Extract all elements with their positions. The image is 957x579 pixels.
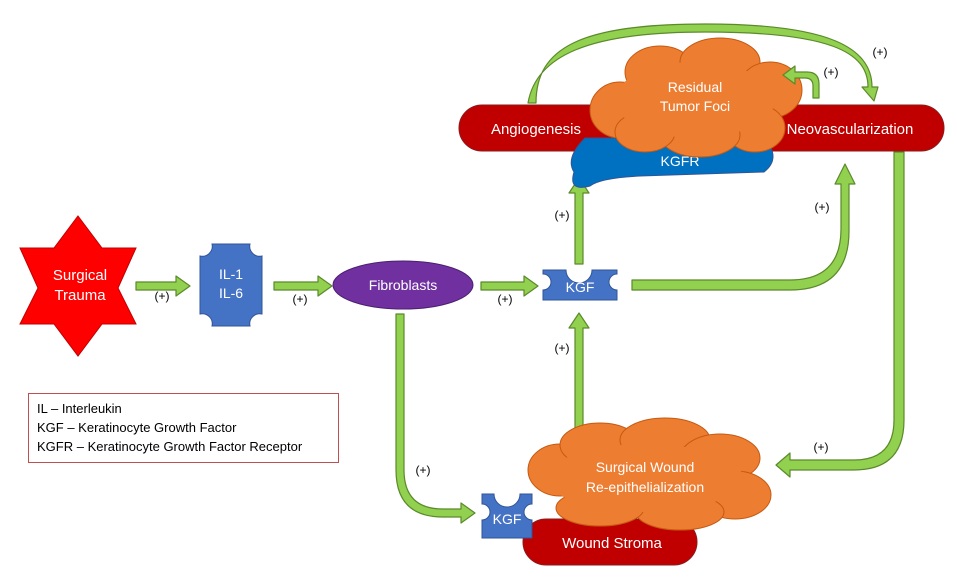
arrow-trauma-to-il [135, 275, 191, 297]
sign-fibroblasts-to-kgf-bottom: (+) [416, 463, 431, 477]
legend-item-il: IL – Interleukin [37, 401, 122, 416]
angiogenesis-label: Angiogenesis [491, 121, 581, 138]
residual-tumor-node: Residual Tumor Foci [589, 37, 803, 158]
fibroblasts-label: Fibroblasts [369, 277, 437, 293]
arrow-il-to-fibroblasts [273, 275, 333, 297]
sign-tumor-self-loop: (+) [824, 65, 839, 79]
arrow-neovascularization-to-wound [775, 151, 905, 478]
surgical-wound-label-line-1: Surgical Wound [596, 459, 695, 475]
il-1-label: IL-1 [219, 266, 243, 282]
sign-kgf-to-neovascularization: (+) [815, 200, 830, 214]
fibroblasts-node: Fibroblasts [332, 260, 474, 310]
legend-item-kgfr: KGFR – Keratinocyte Growth Factor Recept… [37, 439, 303, 454]
surgical-trauma-node: Surgical Trauma [19, 215, 137, 357]
legend-item-kgf: KGF – Keratinocyte Growth Factor [37, 420, 237, 435]
surgical-wound-label-line-2: Re-epithelialization [586, 479, 704, 495]
kgf-center-node: KGF [542, 269, 618, 301]
kgf-center-shape [542, 269, 618, 301]
sign-trauma-to-il: (+) [155, 289, 170, 303]
interleukin-shape [199, 243, 263, 327]
arrow-fibroblasts-to-kgf [480, 275, 539, 297]
residual-tumor-label-line-1: Residual [668, 79, 722, 95]
fibroblasts-shape [332, 260, 474, 310]
surgical-trauma-label-line-1: Surgical [53, 267, 107, 284]
kgf-bottom-shape [481, 493, 533, 539]
arrow-kgf-to-neovascularization [631, 163, 856, 291]
sign-labels: (+) (+) (+) (+) (+) (+) (+) (+) (+) (+) [155, 45, 888, 477]
sign-angiogenesis-to-neovascularization: (+) [873, 45, 888, 59]
sign-wound-to-kgf: (+) [555, 341, 570, 355]
il-6-label: IL-6 [219, 285, 243, 301]
sign-fibroblasts-to-kgf: (+) [498, 292, 513, 306]
kgfr-label: KGFR [661, 153, 700, 169]
wound-stroma-node: Wound Stroma [522, 518, 698, 566]
sign-kgf-to-kgfr: (+) [555, 208, 570, 222]
arrow-kgf-to-kgfr [568, 177, 590, 265]
residual-tumor-label-line-2: Tumor Foci [660, 98, 730, 114]
arrow-angiogenesis-to-neovascularization [527, 23, 879, 104]
surgical-trauma-label-line-2: Trauma [54, 287, 106, 304]
kgf-center-label: KGF [566, 279, 595, 295]
legend-box: IL – Interleukin KGF – Keratinocyte Grow… [28, 393, 339, 463]
interleukin-node: IL-1 IL-6 [199, 243, 263, 327]
arrow-tumor-self-loop [782, 65, 820, 99]
kgf-bottom-node: KGF [481, 493, 533, 539]
neovascularization-label: Neovascularization [787, 121, 914, 138]
surgical-wound-node: Surgical Wound Re-epithelialization [527, 417, 772, 531]
wound-stroma-label: Wound Stroma [562, 535, 662, 552]
arrow-fibroblasts-to-kgf-bottom [395, 313, 476, 524]
sign-neovascularization-to-wound: (+) [814, 440, 829, 454]
sign-il-to-fibroblasts: (+) [293, 292, 308, 306]
surgical-trauma-star [19, 215, 137, 357]
arrow-wound-to-kgf [568, 312, 590, 429]
kgf-bottom-label: KGF [493, 511, 522, 527]
